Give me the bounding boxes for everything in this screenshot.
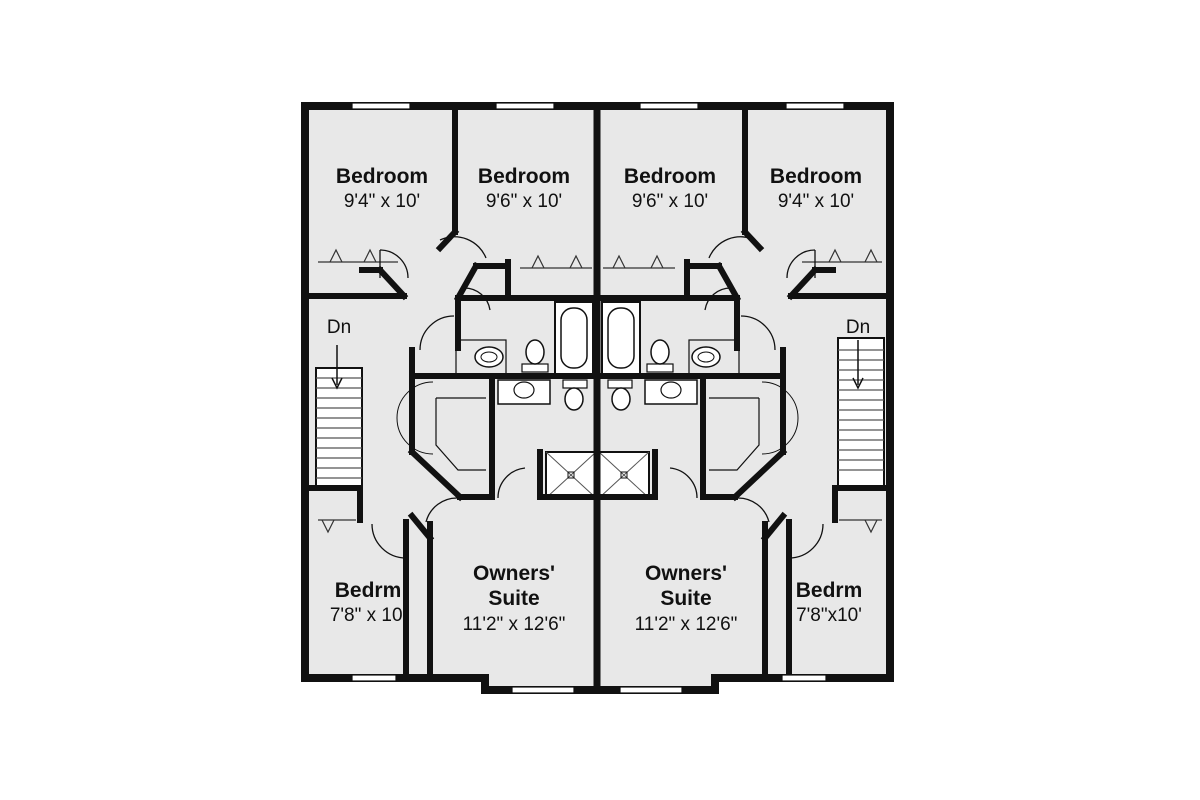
room-dim-bedroom-3: 9'6" x 10' — [632, 191, 708, 212]
room-name-bedroom-1: Bedroom — [336, 165, 428, 188]
doors-left — [371, 236, 526, 559]
stair-label-left: Dn — [327, 317, 351, 338]
stair-right — [837, 337, 885, 487]
room-name-owners-suite-right: Owners' — [645, 562, 727, 585]
room-dim-bedroom-1: 9'4" x 10' — [344, 191, 420, 212]
stair-label-right: Dn — [846, 317, 870, 338]
room-name-bedroom-3: Bedroom — [624, 165, 716, 188]
room-name-bedroom-4: Bedroom — [770, 165, 862, 188]
walls-right — [596, 106, 892, 681]
bath-right-master — [598, 379, 698, 499]
stair-left — [315, 345, 363, 487]
closet-shelf-left — [435, 397, 486, 471]
windows — [351, 102, 845, 694]
room-name-owners-suite-left-2: Suite — [488, 587, 539, 610]
closet-shelf-right — [709, 397, 760, 471]
closet-right — [603, 248, 882, 534]
room-name-bedrm-left: Bedrm — [335, 579, 402, 602]
room-name-owners-suite-left: Owners' — [473, 562, 555, 585]
unit-right — [596, 106, 892, 681]
room-labels: Bedroom 9'4" x 10' Bedroom 9'6" x 10' Be… — [327, 165, 870, 635]
room-name-owners-suite-right-2: Suite — [660, 587, 711, 610]
bath-left-upper — [455, 301, 594, 377]
walls-left — [303, 106, 599, 681]
room-dim-bedroom-2: 9'6" x 10' — [486, 191, 562, 212]
room-dim-owners-suite-right: 11'2" x 12'6" — [635, 614, 738, 635]
room-dim-bedroom-4: 9'4" x 10' — [778, 191, 854, 212]
bath-right-upper — [601, 301, 740, 377]
unit-left — [303, 106, 599, 681]
room-name-bedrm-right: Bedrm — [796, 579, 863, 602]
room-dim-bedrm-left: 7'8" x 10' — [330, 605, 406, 626]
closet-left — [318, 248, 592, 534]
room-dim-owners-suite-left: 11'2" x 12'6" — [463, 614, 566, 635]
room-name-bedroom-2: Bedroom — [478, 165, 570, 188]
bath-left-master — [497, 379, 597, 499]
room-dim-bedrm-right: 7'8"x10' — [796, 605, 862, 626]
